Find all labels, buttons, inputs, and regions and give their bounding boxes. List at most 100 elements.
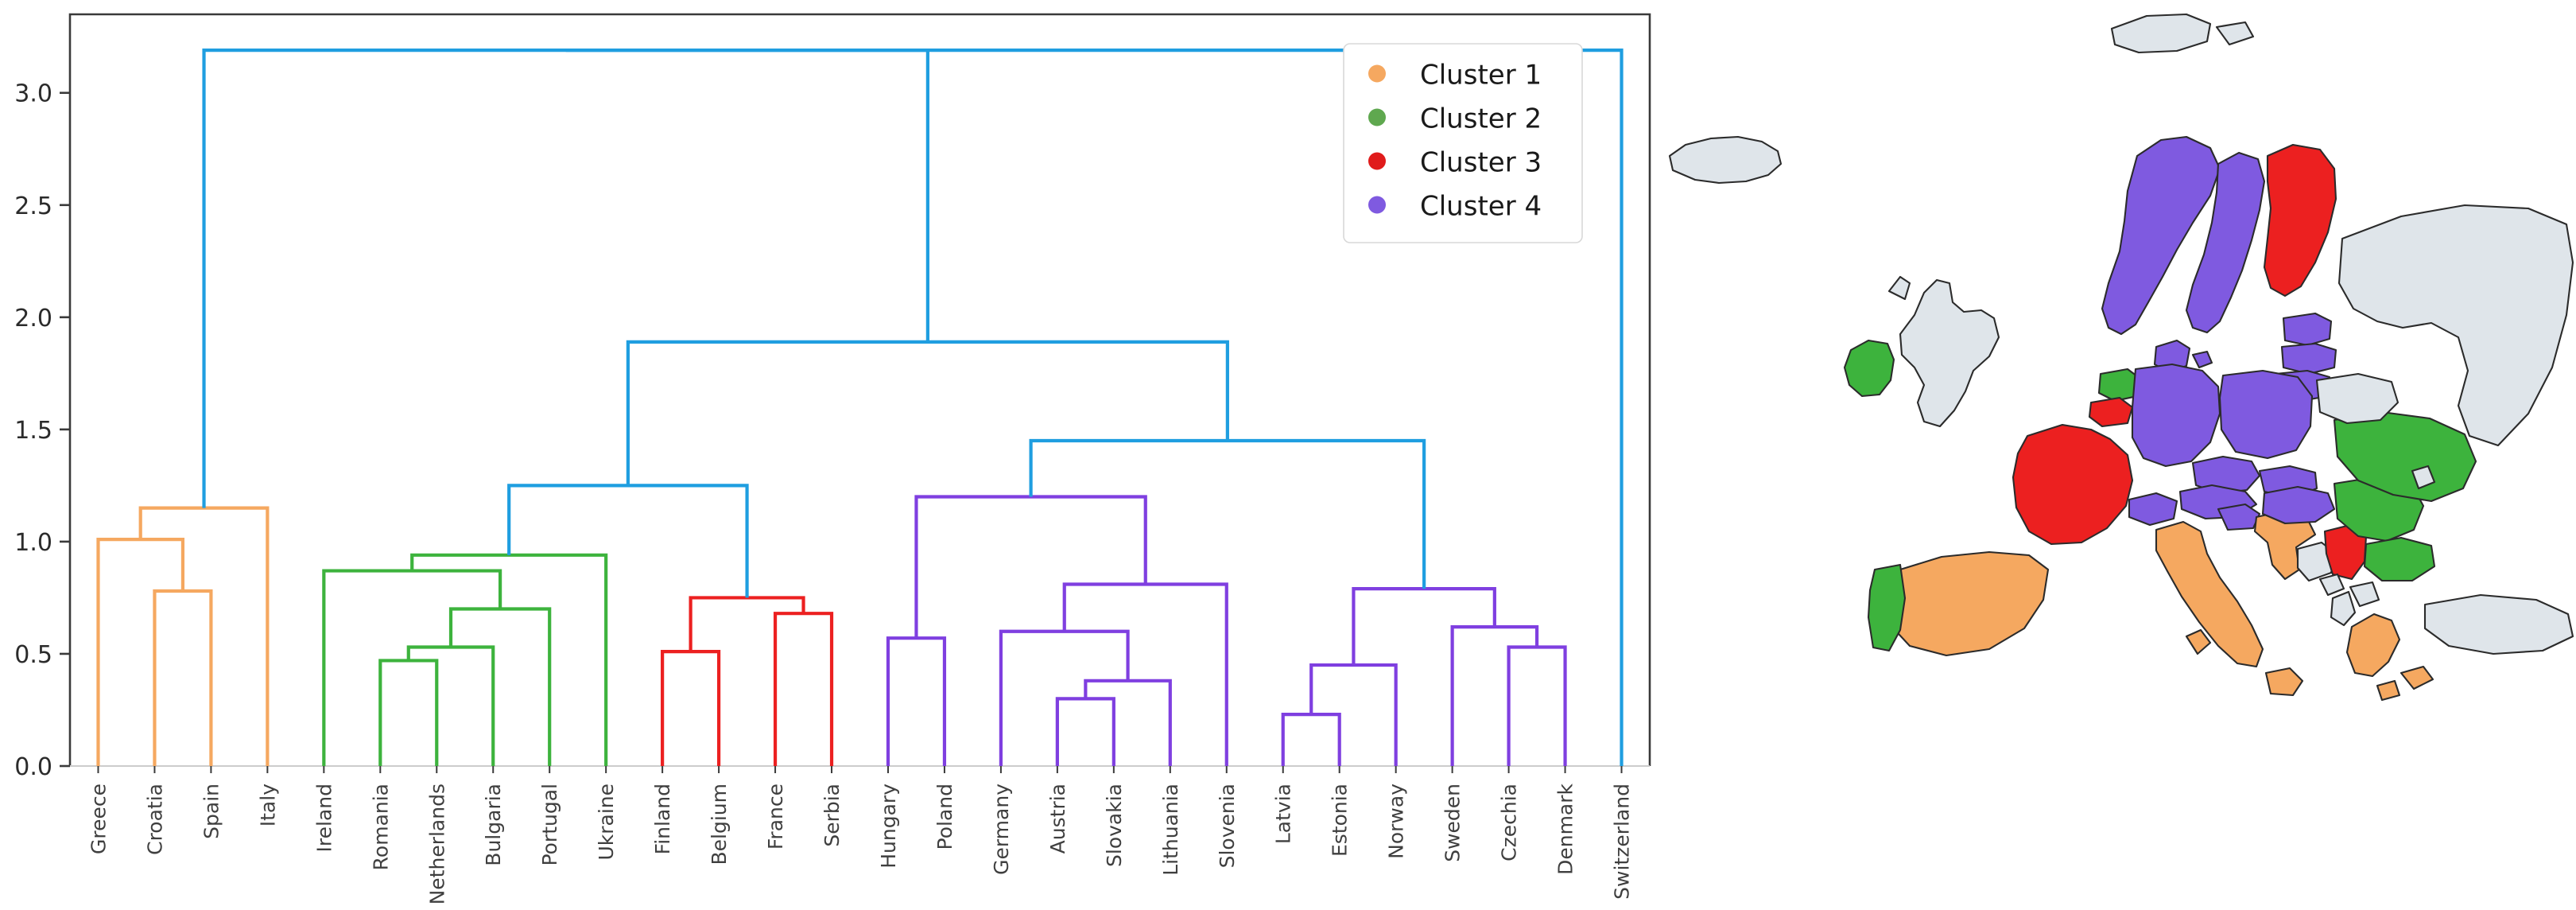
dendrogram-link xyxy=(406,645,495,766)
dendrogram-link xyxy=(448,607,552,766)
x-tick-label: Portugal xyxy=(538,784,561,866)
x-tick-label: Romania xyxy=(369,784,392,870)
country-slovenia xyxy=(2217,503,2261,531)
dendrogram-link xyxy=(202,49,929,508)
dendrogram-link xyxy=(1281,713,1341,766)
legend-marker-1 xyxy=(1368,64,1386,83)
country-switzerland xyxy=(2128,492,2178,527)
country-latvia xyxy=(2280,342,2337,375)
dendrogram-link xyxy=(565,49,1624,766)
x-tick-label: Estonia xyxy=(1329,784,1352,857)
dendrogram-link xyxy=(1084,679,1172,766)
dendrogram-link xyxy=(1309,663,1398,766)
country-russia xyxy=(2337,204,2574,447)
dendrogram-link xyxy=(689,596,805,652)
x-tick-label: Latvia xyxy=(1272,784,1295,844)
dendrogram-link xyxy=(322,569,502,766)
country-turkey xyxy=(2423,593,2574,655)
dendrogram-link xyxy=(661,650,721,766)
y-tick-label: 3.0 xyxy=(14,80,52,108)
legend-marker-2 xyxy=(1368,108,1386,126)
country-belarus xyxy=(2315,372,2399,425)
legend-label-2: Cluster 2 xyxy=(1420,103,1542,135)
country-moldova xyxy=(2411,465,2436,490)
dendrogram-link xyxy=(914,495,1147,639)
x-tick-label: Ukraine xyxy=(595,784,618,861)
dendrogram-link xyxy=(378,659,439,766)
dendrogram-link xyxy=(773,612,834,766)
country-finland xyxy=(2263,143,2337,298)
x-tick-label: Switzerland xyxy=(1611,784,1634,900)
y-tick-label: 0.0 xyxy=(14,753,52,781)
x-tick-label: Lithuania xyxy=(1159,784,1182,876)
country-italy xyxy=(2155,520,2304,697)
country-norway xyxy=(2101,135,2221,336)
legend-label-3: Cluster 3 xyxy=(1420,147,1542,179)
x-tick-label: Denmark xyxy=(1554,783,1577,874)
x-tick-label: France xyxy=(764,784,787,850)
x-tick-label: Slovakia xyxy=(1103,784,1126,867)
country-shapes xyxy=(1668,13,2574,702)
dendrogram-link xyxy=(1507,645,1567,766)
country-ireland xyxy=(1843,339,1895,398)
country-greece xyxy=(2345,612,2434,702)
country-poland xyxy=(2218,369,2314,460)
dendrogram-link xyxy=(1062,582,1228,766)
dendrogram-link xyxy=(507,484,749,598)
x-tick-label: Austria xyxy=(1046,784,1069,854)
x-tick-label: Spain xyxy=(200,784,223,839)
country-estonia xyxy=(2282,312,2333,347)
x-tick-label: Czechia xyxy=(1498,784,1521,861)
y-tick-label: 0.5 xyxy=(14,641,52,669)
x-tick-label: Italy xyxy=(256,784,279,826)
country-czechia xyxy=(2191,455,2261,495)
europe-choropleth-svg xyxy=(1668,13,2574,702)
x-tick-label: Hungary xyxy=(877,784,900,869)
country-north-macedonia xyxy=(2349,581,2380,608)
country-svalbard xyxy=(2110,13,2255,54)
dendrogram-link xyxy=(1029,438,1426,589)
x-tick-label: Serbia xyxy=(821,784,844,847)
dendrogram-link xyxy=(153,589,213,766)
legend-label-4: Cluster 4 xyxy=(1420,191,1542,223)
x-tick-label: Bulgaria xyxy=(482,784,505,866)
legend[interactable]: Cluster 1 Cluster 2 Cluster 3 Cluster 4 xyxy=(1343,43,1583,243)
x-tick-label: Slovenia xyxy=(1216,784,1239,868)
x-tick-label: Greece xyxy=(87,784,110,854)
y-tick-label: 2.5 xyxy=(14,192,52,220)
country-sweden xyxy=(2185,151,2266,334)
y-tick-label: 1.5 xyxy=(14,417,52,445)
country-bulgaria xyxy=(2363,536,2436,582)
country-iceland xyxy=(1668,135,1783,185)
dendrogram-link xyxy=(138,506,270,766)
legend-label-1: Cluster 1 xyxy=(1420,60,1542,91)
x-tick-label: Poland xyxy=(933,784,956,850)
country-united-kingdom xyxy=(1887,275,2000,428)
map-panel xyxy=(1662,0,2576,910)
country-spain xyxy=(1886,550,2050,657)
country-germany xyxy=(2131,363,2221,468)
legend-marker-3 xyxy=(1368,152,1386,170)
axis-ticks: 0.00.51.01.52.02.53.0 xyxy=(14,80,70,781)
country-portugal xyxy=(1867,563,1907,652)
x-tick-label: Croatia xyxy=(143,784,166,855)
country-belgium xyxy=(2088,396,2134,428)
x-tick-label: Germany xyxy=(990,784,1013,875)
dendrogram-links xyxy=(96,49,1624,766)
dendrogram-link xyxy=(1055,697,1115,766)
dendrogram-link xyxy=(626,340,1229,486)
x-tick-label: Ireland xyxy=(312,784,336,852)
x-tick-label: Sweden xyxy=(1441,784,1465,862)
dendrogram-link xyxy=(410,553,608,766)
country-ukraine xyxy=(2333,410,2477,503)
x-tick-label: Finland xyxy=(651,784,674,854)
country-montenegro xyxy=(2318,573,2345,597)
legend-marker-4 xyxy=(1368,196,1386,214)
plot-frame xyxy=(68,13,1651,767)
country-albania xyxy=(2330,590,2357,627)
x-tick-label: Norway xyxy=(1385,784,1408,859)
y-tick-label: 2.0 xyxy=(14,305,52,332)
